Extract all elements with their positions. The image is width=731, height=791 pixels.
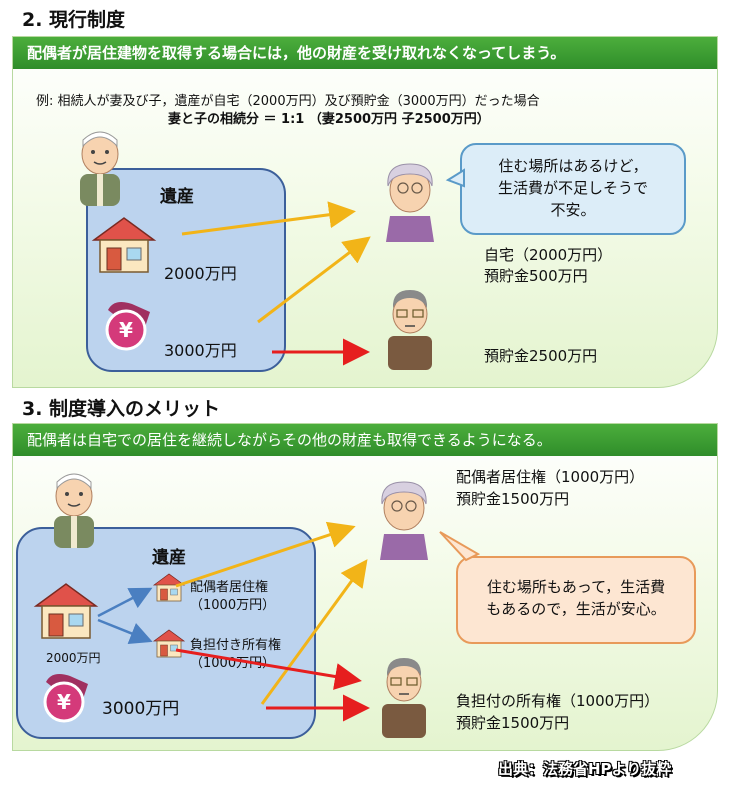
section2-child-share: 預貯金2500万円: [484, 347, 598, 365]
section3-house-icon: [35, 583, 97, 639]
section2-wife-speech-bubble: 住む場所はあるけど， 生活費が不足しそうで 不安。: [460, 143, 686, 235]
section3-right1-name: 配偶者居住権: [190, 580, 269, 595]
section3-estate-label: 遺産: [152, 548, 186, 568]
section3-bubble-tail: [439, 531, 481, 562]
section2-child-icon: [387, 289, 433, 371]
section3-arrow-house-to-right2: [97, 618, 153, 644]
section3-wife-share-savings: 預貯金1500万円: [456, 490, 570, 508]
section3-arrow-right2-to-child: [175, 648, 362, 690]
section3-arrow-house-to-right1: [97, 587, 153, 618]
section3-child-share-savings: 預貯金1500万円: [456, 714, 570, 732]
section2-yen-icon: [105, 300, 152, 351]
section3-right1-value: （1000万円）: [190, 598, 276, 613]
section2-house-value: 2000万円: [164, 264, 237, 283]
section3-arrow-savings-to-wife: [260, 559, 368, 705]
section2-bubble-line3: 不安。: [550, 201, 596, 219]
section3-banner: 配偶者は自宅での居住を継続しながらその他の財産も取得できるようになる。: [13, 424, 717, 456]
section3-wife-icon: [379, 481, 429, 561]
section2-title: 2. 現行制度: [22, 9, 126, 31]
section3-child-icon: [381, 657, 427, 739]
section2-wife-share-savings: 預貯金500万円: [484, 267, 588, 285]
section3-right2-house-icon: [153, 629, 185, 658]
section3-arrow-right1-to-wife: [175, 521, 356, 588]
section3-yen-icon: [43, 672, 90, 723]
section2-arrow-house-to-wife: [181, 201, 356, 236]
section3-right2-value: （1000万円）: [190, 656, 276, 671]
section2-bubble-line1: 住む場所はあるけど，: [498, 157, 648, 175]
section3-house-value: 2000万円: [46, 651, 101, 665]
section3-right2-name: 負担付き所有権: [190, 638, 282, 653]
section3-child-share-right: 負担付の所有権（1000万円）: [456, 692, 660, 710]
section3-grandpa-icon: [53, 473, 95, 549]
section2-grandpa-icon: [79, 131, 121, 207]
source-citation: 出典：法務省HPより抜粋: [498, 760, 672, 778]
section3-bubble-line1: 住む場所もあって，生活費: [486, 578, 666, 596]
section3-wife-speech-bubble: 住む場所もあって，生活費 もあるので，生活が安心。: [456, 556, 696, 644]
section2-wife-share-home: 自宅（2000万円）: [484, 246, 613, 264]
section2-example: 例: 相続人が妻及び子，遺産が自宅（2000万円）及び預貯金（3000万円）だっ…: [36, 94, 540, 109]
section3-right1-house-icon: [153, 573, 185, 602]
section2-share-ratio: 妻と子の相続分 ＝ 1:1 （妻2500万円 子2500万円）: [168, 112, 490, 127]
section3-title: 3. 制度導入のメリット: [22, 398, 221, 420]
section2-arrow-savings-to-wife: [257, 236, 371, 324]
section2-estate-label: 遺産: [160, 187, 194, 207]
section3-bubble-line2: もあるので，生活が安心。: [486, 600, 666, 618]
section2-bubble-line2: 生活費が不足しそうで: [497, 179, 648, 197]
section2-banner: 配偶者が居住建物を取得する場合には，他の財産を受け取れなくなってしまう。: [13, 37, 717, 69]
section2-house-icon: [93, 217, 155, 273]
section2-wife-icon: [385, 163, 435, 243]
section2-bubble-tail: [445, 168, 465, 188]
section2-savings-value: 3000万円: [164, 341, 237, 360]
section3-savings-value: 3000万円: [102, 699, 180, 719]
section3-wife-share-right: 配偶者居住権（1000万円）: [456, 468, 645, 486]
